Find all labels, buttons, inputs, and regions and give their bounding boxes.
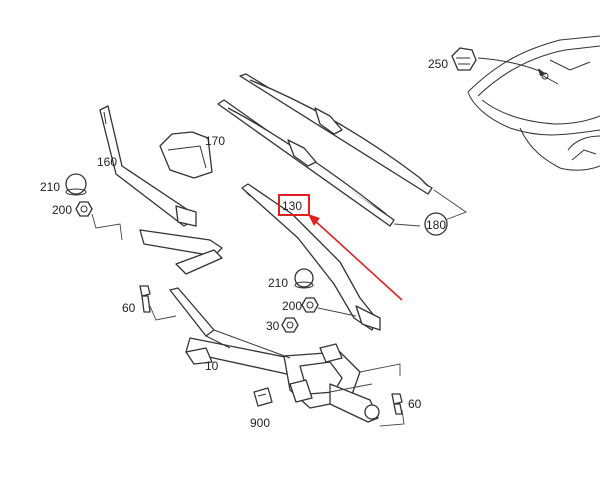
label-60-right: 60 xyxy=(408,397,422,411)
label-900: 900 xyxy=(250,416,271,430)
label-130-highlight-box xyxy=(278,194,310,216)
label-170: 170 xyxy=(205,134,226,148)
part-170-cover xyxy=(159,131,213,179)
label-250: 250 xyxy=(428,57,449,71)
part-130-wiper-arm xyxy=(241,183,381,331)
part-60-bolt-left xyxy=(139,285,177,321)
label-210-right: 210 xyxy=(268,276,289,290)
car-sketch xyxy=(467,35,600,171)
part-900-connector xyxy=(253,387,273,407)
part-210-cap-left xyxy=(65,173,87,196)
part-60-bolt-right xyxy=(379,393,405,427)
part-200-nut-right xyxy=(301,297,357,317)
label-160: 160 xyxy=(97,155,118,169)
part-200-nut-left xyxy=(75,201,123,241)
label-130: 130 xyxy=(282,199,303,213)
label-200-left: 200 xyxy=(52,203,73,217)
label-200-right: 200 xyxy=(282,299,303,313)
label-180: 180 xyxy=(426,218,447,232)
part-210-cap-right xyxy=(294,268,314,289)
part-250-clip xyxy=(451,47,547,76)
highlight-arrow xyxy=(308,214,403,301)
part-180-wiper-blades xyxy=(217,73,467,236)
label-10: 10 xyxy=(205,359,219,373)
label-210-left: 210 xyxy=(40,180,61,194)
part-10-wiper-linkage xyxy=(139,229,401,423)
part-30-washer xyxy=(281,317,299,333)
label-60-left: 60 xyxy=(122,301,136,315)
label-30: 30 xyxy=(266,319,280,333)
part-160-wiper-arm xyxy=(99,105,197,227)
